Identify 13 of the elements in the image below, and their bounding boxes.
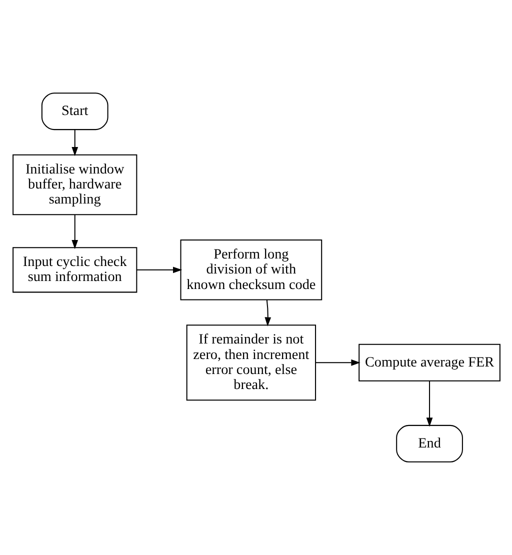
node-box: If remainder is not zero, then increment error count, else break. (186, 324, 316, 401)
node-box: Compute average FER (358, 344, 500, 382)
node-box: Input cyclic check sum information (12, 247, 137, 293)
node-box: Perform long division of with known checksum code (180, 240, 322, 300)
arrow (71, 130, 78, 156)
arrow (426, 381, 432, 427)
node-box: Start (40, 92, 108, 130)
arrow (136, 266, 182, 274)
node-box: End (396, 424, 462, 462)
arrow (71, 214, 78, 250)
arrow (264, 300, 271, 326)
arrow (315, 359, 360, 366)
node-box: Initialise window buffer, hardware sampling (12, 154, 137, 216)
